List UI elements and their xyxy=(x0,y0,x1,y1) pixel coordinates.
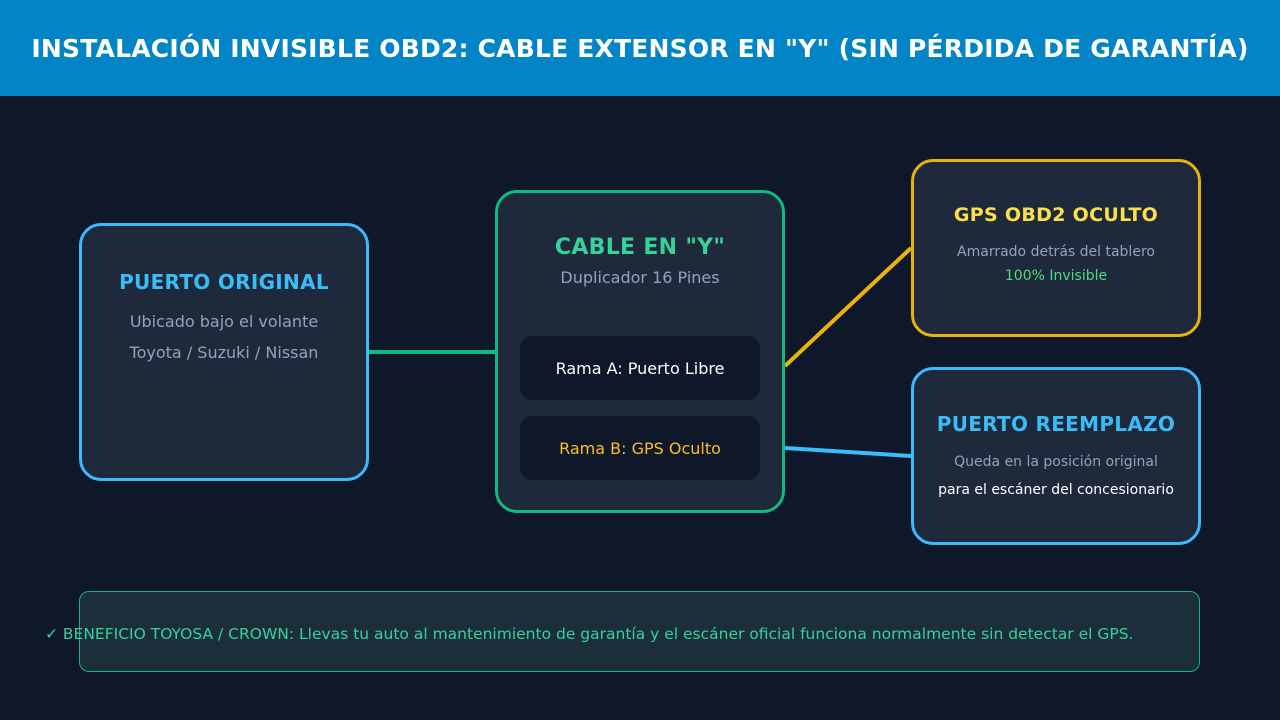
gps-title: GPS OBD2 OCULTO xyxy=(953,204,1159,226)
replacement-port-card: PUERTO REEMPLAZO Queda en la posición or… xyxy=(911,367,1201,545)
replacement-port-purpose: para el escáner del concesionario xyxy=(938,482,1174,498)
y-cable-card: CABLE EN "Y" Duplicador 16 Pines Rama A:… xyxy=(495,190,785,513)
header-bar: INSTALACIÓN INVISIBLE OBD2: CABLE EXTENS… xyxy=(0,0,1280,96)
connector-cable-to-replacement xyxy=(784,446,912,458)
y-cable-subtitle: Duplicador 16 Pines xyxy=(560,268,720,287)
gps-status: 100% Invisible xyxy=(1004,268,1108,284)
replacement-port-title: PUERTO REEMPLAZO xyxy=(936,412,1176,436)
original-port-title: PUERTO ORIGINAL xyxy=(119,270,329,294)
branch-a: Rama A: Puerto Libre xyxy=(520,336,760,400)
replacement-port-position: Queda en la posición original xyxy=(954,454,1158,470)
original-port-location: Ubicado bajo el volante xyxy=(129,312,319,331)
benefit-banner xyxy=(79,591,1200,672)
connector-cable-to-gps xyxy=(783,246,913,368)
original-port-brands: Toyota / Suzuki / Nissan xyxy=(129,343,319,362)
gps-location: Amarrado detrás del tablero xyxy=(957,244,1155,260)
original-port-card: PUERTO ORIGINAL Ubicado bajo el volante … xyxy=(79,223,369,481)
gps-card: GPS OBD2 OCULTO Amarrado detrás del tabl… xyxy=(911,159,1201,337)
y-cable-title: CABLE EN "Y" xyxy=(554,235,726,260)
branch-b: Rama B: GPS Oculto xyxy=(520,416,760,480)
page-title: INSTALACIÓN INVISIBLE OBD2: CABLE EXTENS… xyxy=(31,33,1249,63)
benefit-text: ✓ BENEFICIO TOYOSA / CROWN: Llevas tu au… xyxy=(45,625,1134,643)
